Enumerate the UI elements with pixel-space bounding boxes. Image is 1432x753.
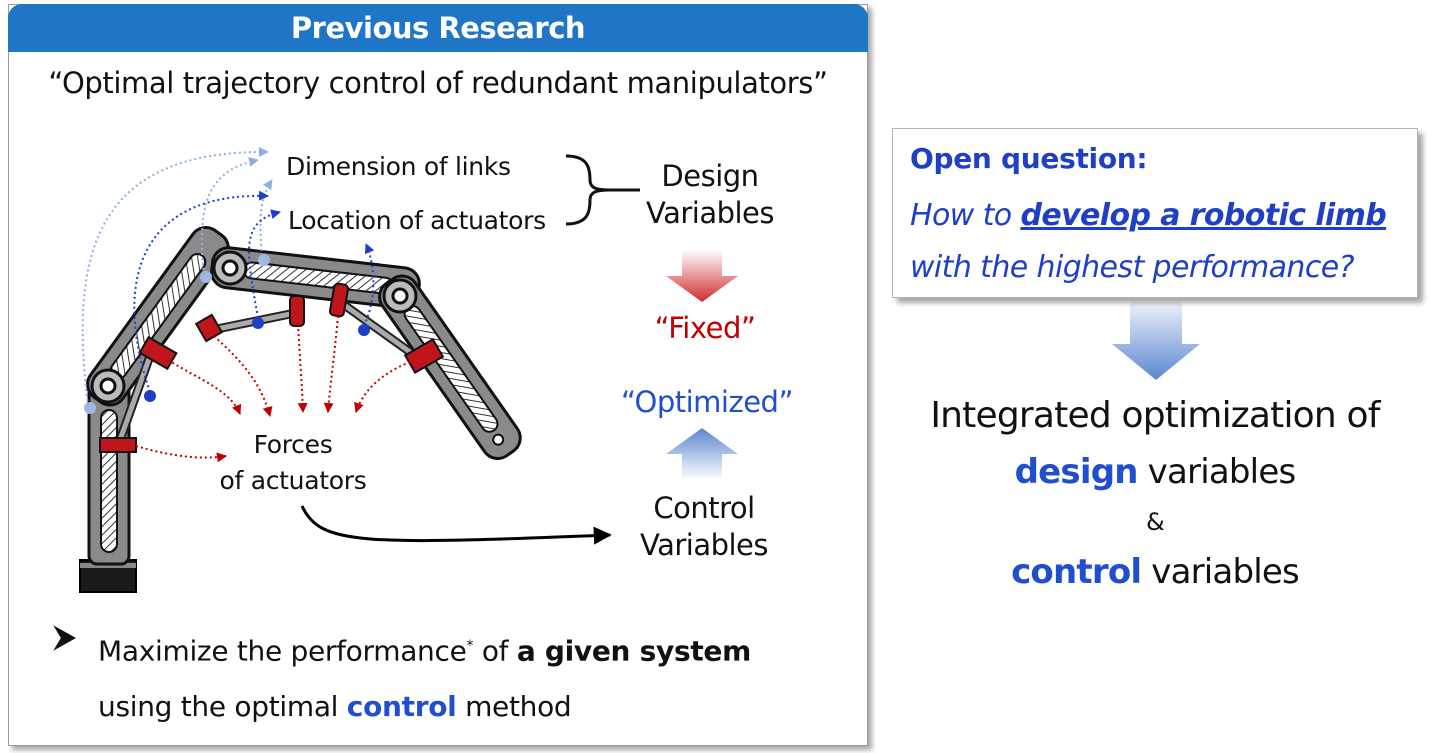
dimension-arrows	[81, 146, 273, 407]
fixed-label: “Fixed”	[654, 311, 756, 345]
optimized-label: “Optimized”	[621, 385, 793, 419]
robot-joints	[90, 250, 418, 404]
open-question-body: How to develop a robotic limb with the h…	[910, 190, 1387, 294]
location-of-actuators-label: Location of actuators	[288, 206, 546, 235]
question-line-2: with the highest performance?	[910, 250, 1355, 285]
forces-to-control-arrow	[300, 505, 612, 545]
down-arrow-icon	[1112, 302, 1200, 380]
bullet-text: Maximize the performance* of a given sys…	[52, 618, 751, 735]
design-variables-label: Design Variables	[645, 159, 775, 230]
arrowhead-bullet-icon	[53, 625, 77, 651]
force-arrows	[135, 315, 411, 463]
fixed-arrow-icon	[666, 250, 738, 302]
actuators	[99, 282, 445, 453]
panel-header: Previous Research	[8, 4, 868, 52]
location-arrows	[133, 190, 375, 393]
optimized-arrow-icon	[666, 428, 738, 480]
forces-of-actuators-label: Forces of actuators	[219, 430, 367, 495]
open-question-title: Open question:	[910, 142, 1148, 175]
open-question-box	[892, 128, 1418, 298]
question-line-1: How to develop a robotic limb	[910, 198, 1387, 233]
dimension-of-links-label: Dimension of links	[286, 152, 511, 181]
research-title: “Optimal trajectory control of redundant…	[48, 66, 828, 100]
bullet-line-1: Maximize the performance* of a given sys…	[98, 634, 751, 668]
bullet-line-2: using the optimal control method	[98, 690, 572, 724]
integrated-optimization: Integrated optimization of design variab…	[930, 395, 1380, 592]
design-brace	[565, 154, 611, 226]
robot-links	[86, 225, 522, 566]
control-variables-label: Control Variables	[639, 491, 769, 562]
